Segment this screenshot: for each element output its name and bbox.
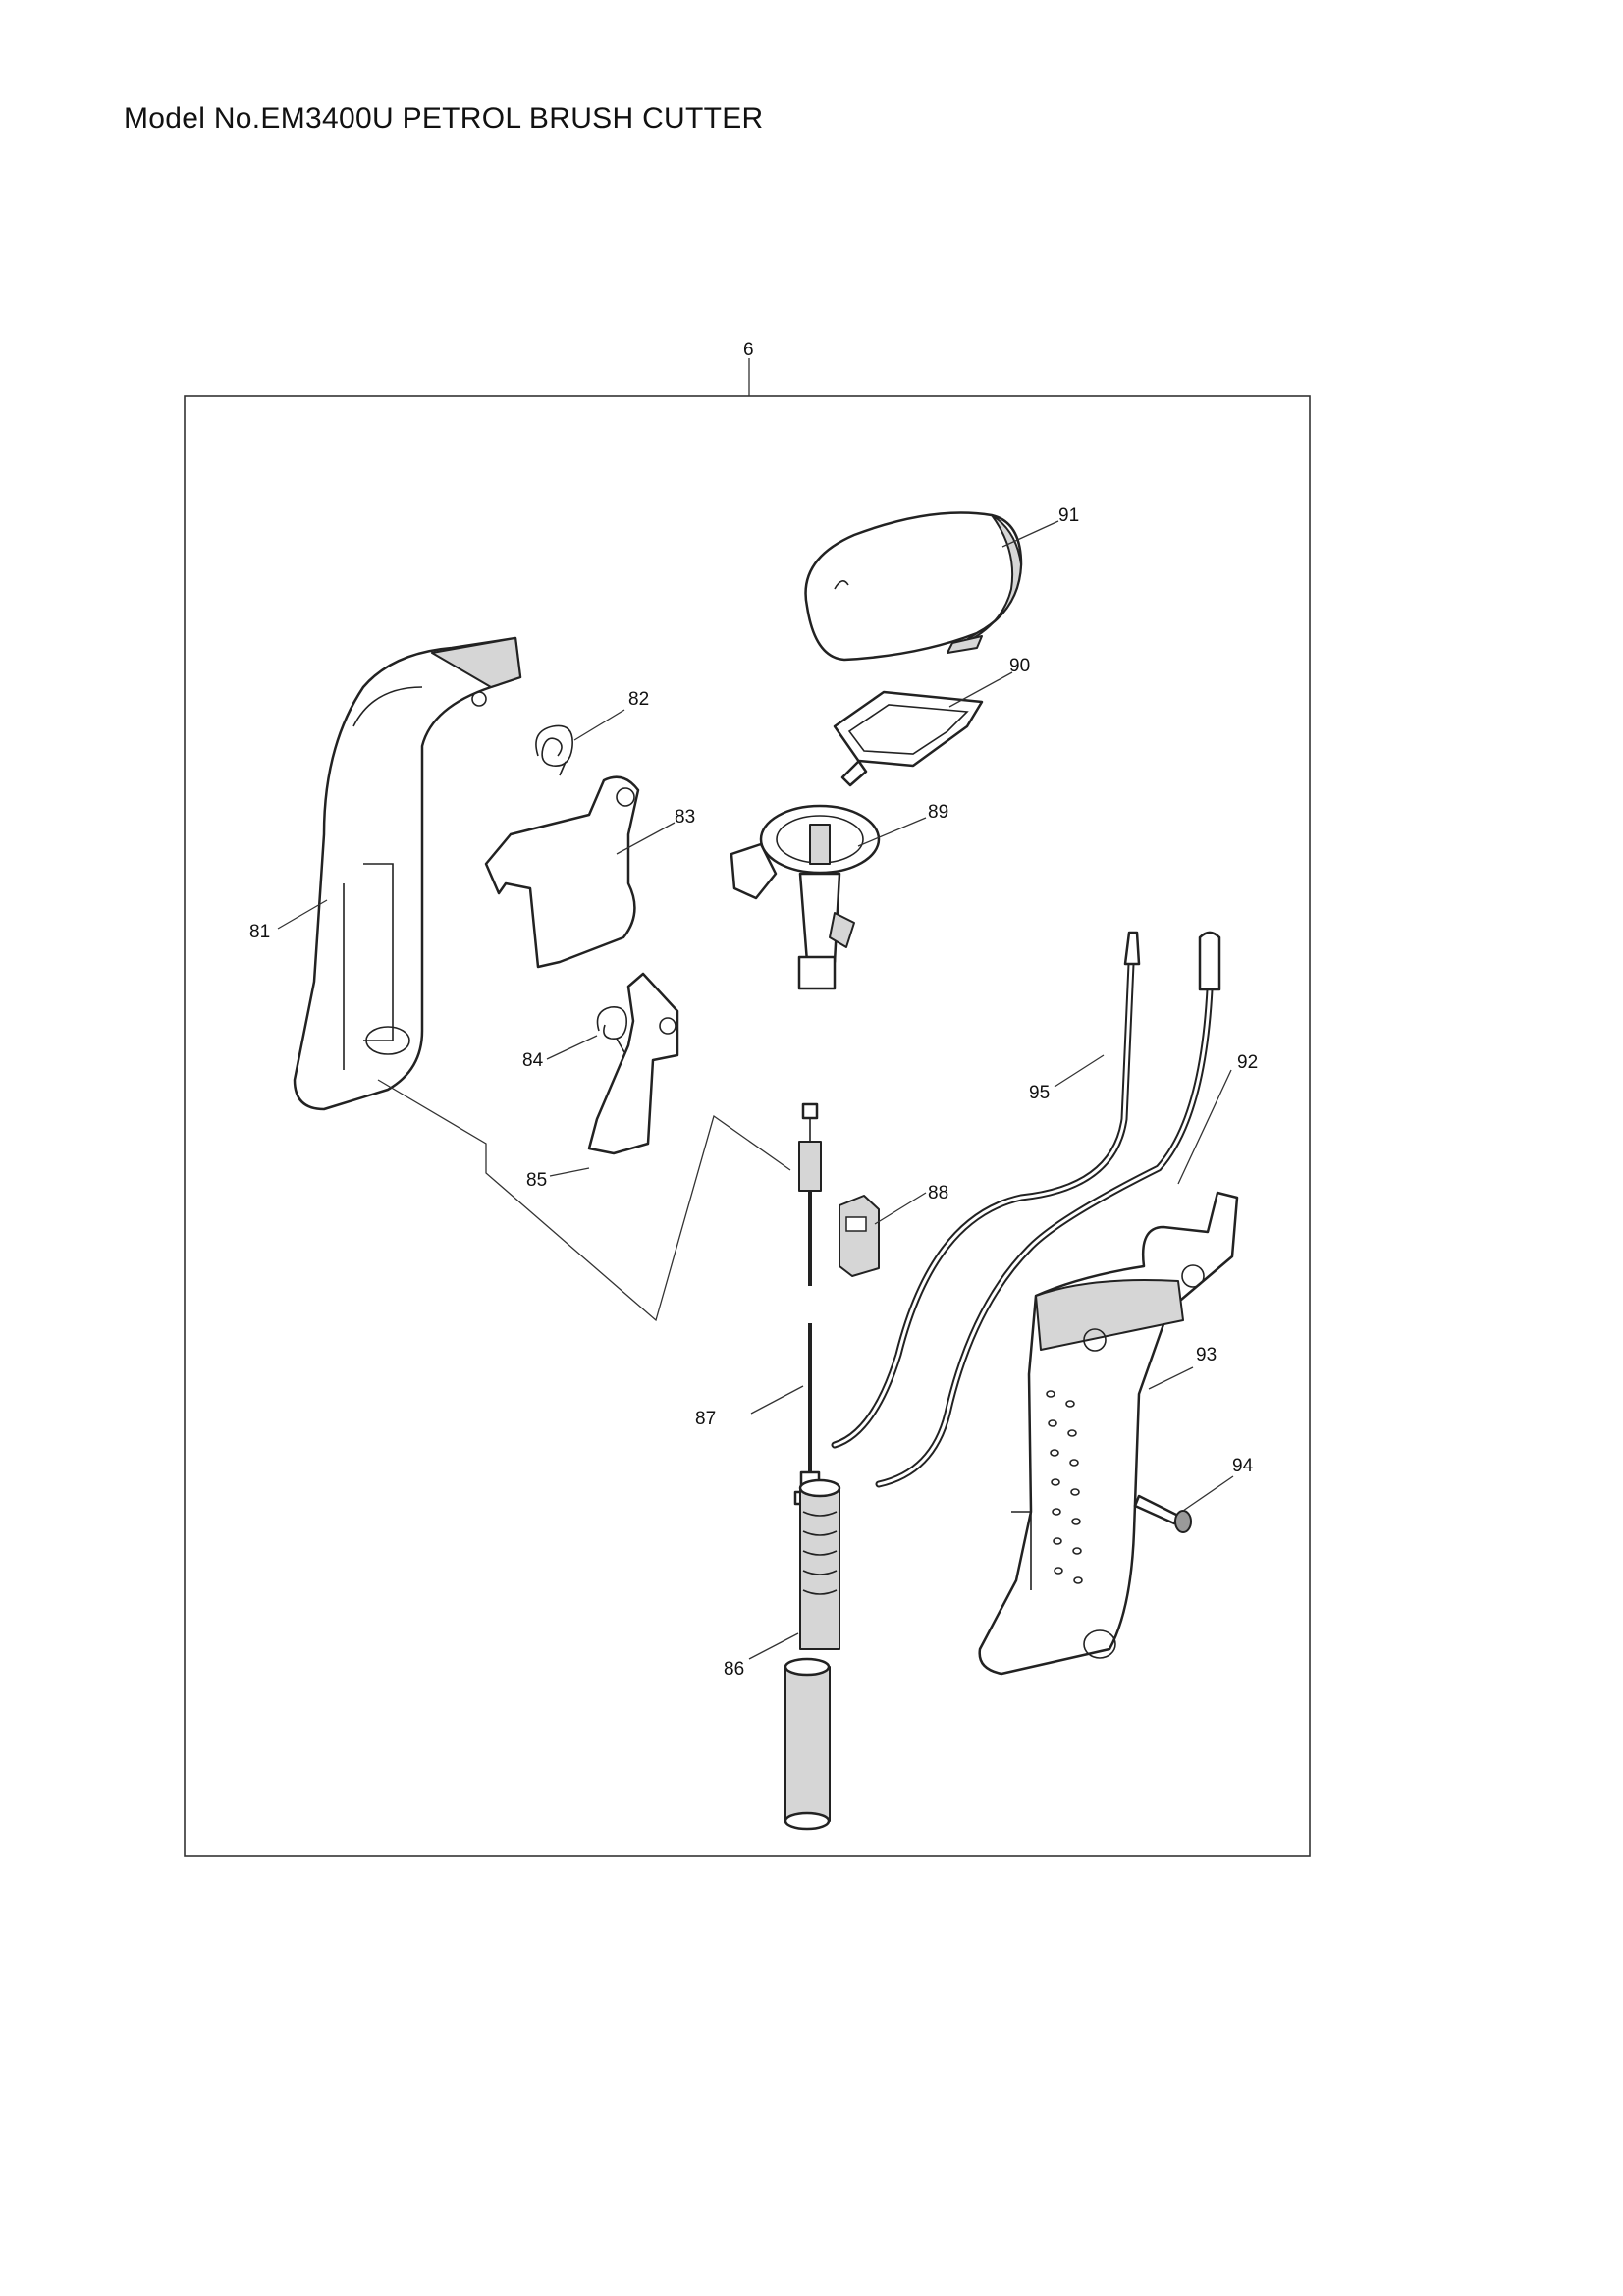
page-title: Model No.EM3400U PETROL BRUSH CUTTER [124, 102, 764, 134]
part-92-throttle-wire [875, 931, 1221, 1488]
part-93-handle-right [978, 1191, 1239, 1676]
label-94: 94 [1232, 1456, 1254, 1476]
label-95: 95 [1029, 1083, 1050, 1103]
part-91-cover [804, 511, 1023, 662]
label-85: 85 [526, 1170, 547, 1191]
part-94-screw [1133, 1494, 1192, 1533]
part-88-stopper-block [839, 1195, 880, 1277]
label-83: 83 [675, 807, 695, 828]
part-82-spring [535, 724, 573, 776]
label-84: 84 [522, 1050, 544, 1071]
part-95-stop-cable [831, 931, 1141, 1449]
assembly-label: 6 [743, 340, 754, 360]
label-86: 86 [724, 1659, 744, 1680]
part-85-trigger [587, 972, 679, 1155]
label-82: 82 [628, 689, 649, 710]
assembly-box [184, 358, 1311, 1857]
label-91: 91 [1058, 506, 1079, 526]
connection-line [377, 1079, 791, 1322]
label-87: 87 [695, 1409, 716, 1429]
label-93: 93 [1196, 1345, 1217, 1365]
label-81: 81 [249, 922, 270, 942]
part-81-handle-left [293, 636, 522, 1111]
label-92: 92 [1237, 1052, 1258, 1073]
part-86-pipe [784, 1478, 841, 1831]
label-90: 90 [1009, 656, 1030, 676]
part-84-spring [596, 1006, 627, 1053]
part-90-clip [833, 690, 984, 787]
part-89-throttle-lever [730, 804, 881, 990]
label-89: 89 [928, 802, 948, 823]
part-83-lever [484, 775, 640, 969]
label-88: 88 [928, 1183, 948, 1203]
